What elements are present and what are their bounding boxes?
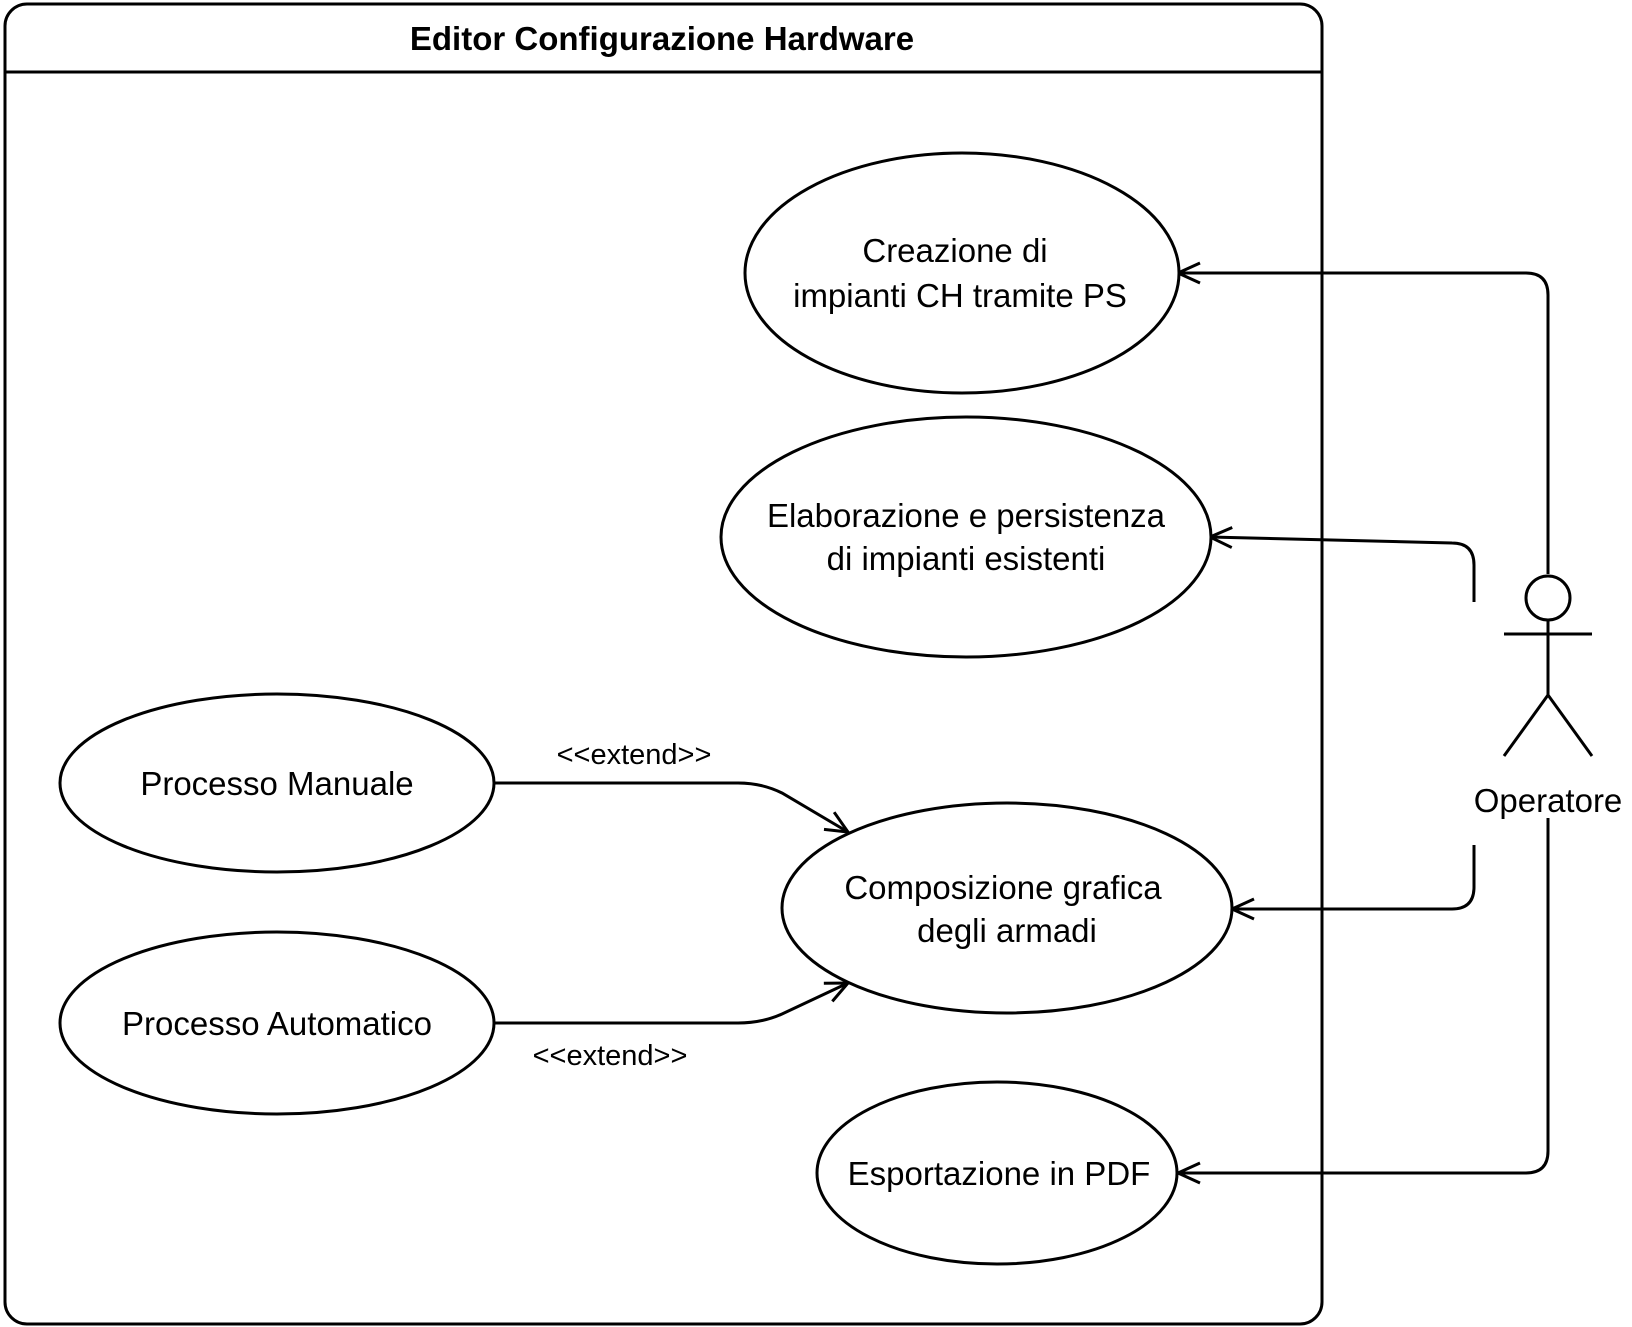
association-elaborazione [1206,526,1476,602]
extend-arrow-manuale [494,781,852,834]
use-case-manuale[interactable]: Processo Manuale [58,692,496,874]
use-case-automatico-line1: Processo Automatico [122,1005,432,1042]
use-case-automatico[interactable]: Processo Automatico [58,930,496,1116]
use-case-composizione[interactable]: Composizione grafica degli armadi [780,801,1234,1015]
association-composizione [1228,845,1476,921]
association-creazione [1174,261,1550,574]
extend-label-manuale: <<extend>> [557,739,712,771]
use-case-creazione-line2: impianti CH tramite PS [793,277,1127,314]
use-case-esportazione[interactable]: Esportazione in PDF [815,1080,1179,1266]
use-case-composizione-line1: Composizione grafica [844,869,1162,906]
use-case-elaborazione[interactable]: Elaborazione e persistenza di impianti e… [719,415,1213,659]
use-case-elaborazione-line1: Elaborazione e persistenza [767,497,1166,534]
use-case-manuale-line1: Processo Manuale [140,765,413,802]
use-case-elaborazione-line2: di impianti esistenti [827,540,1106,577]
use-case-creazione[interactable]: Creazione di impianti CH tramite PS [743,151,1181,395]
actor-operatore[interactable]: Operatore [1474,574,1623,819]
use-case-composizione-line2: degli armadi [917,912,1097,949]
actor-associations [1174,261,1550,1185]
association-esportazione [1174,818,1550,1185]
extend-label-automatico: <<extend>> [533,1040,688,1072]
actor-stick-figure-icon [1502,574,1594,757]
extend-arrow-automatico [494,981,852,1025]
use-case-esportazione-line1: Esportazione in PDF [848,1155,1151,1192]
system-title: Editor Configurazione Hardware [410,20,914,57]
use-case-creazione-line1: Creazione di [862,232,1047,269]
actor-name: Operatore [1474,782,1623,819]
extend-relations: <<extend>> <<extend>> [494,739,852,1072]
system-boundary: Editor Configurazione Hardware [3,2,1324,1326]
